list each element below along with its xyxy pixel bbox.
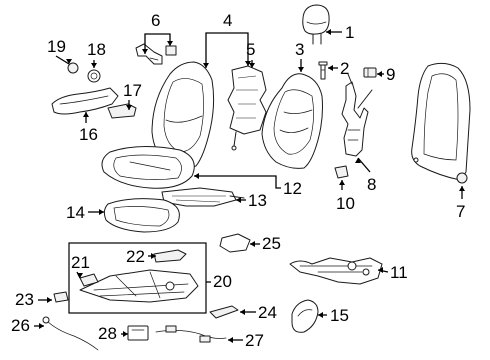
callout-19: 19 <box>47 37 66 56</box>
callout-5: 5 <box>246 40 255 59</box>
callout-9: 9 <box>386 65 395 84</box>
leader-arrowhead <box>355 158 361 163</box>
callout-14: 14 <box>66 203 85 222</box>
cover-plate-part <box>219 233 251 253</box>
callout-28: 28 <box>98 324 117 343</box>
leader-arrowhead <box>328 65 333 71</box>
leader-arrowhead <box>99 209 104 215</box>
wire-harness-part <box>155 325 227 343</box>
leader-line <box>55 55 70 65</box>
leader-arrowhead <box>459 186 465 191</box>
recliner-lever-part <box>51 87 119 115</box>
power-track-part <box>289 257 383 285</box>
callout-2: 2 <box>340 59 349 78</box>
callout-25: 25 <box>262 234 281 253</box>
cushion-heater-part <box>161 187 245 207</box>
callout-15: 15 <box>330 306 349 325</box>
callout-7: 7 <box>456 202 465 221</box>
clip-part <box>363 67 377 78</box>
small-bracket-part <box>334 165 349 179</box>
callout-18: 18 <box>87 40 106 59</box>
cap-part <box>67 62 79 74</box>
leader-arrowhead <box>39 323 44 329</box>
adjuster-clip-part <box>153 249 187 263</box>
lever-bracket-part <box>107 103 137 119</box>
knob-part <box>87 69 101 83</box>
leader-arrowhead <box>151 253 156 259</box>
callout-16: 16 <box>79 125 98 144</box>
leader-arrowhead <box>142 49 148 54</box>
callout-22: 22 <box>126 247 145 266</box>
leader-arrowhead <box>203 63 209 68</box>
seatback-heater-part <box>227 65 267 151</box>
callout-6: 6 <box>151 11 160 30</box>
lumbar-support-part <box>341 73 373 157</box>
callout-20: 20 <box>213 272 232 291</box>
callout-4: 4 <box>223 11 232 30</box>
leader-arrowhead <box>249 63 255 68</box>
leader-arrowhead <box>245 61 251 66</box>
leader-arrowhead <box>47 297 52 303</box>
module-part <box>127 325 149 341</box>
callout-12: 12 <box>283 179 302 198</box>
callout-8: 8 <box>367 175 376 194</box>
bracket-part <box>135 43 177 65</box>
leader-lines <box>34 29 465 343</box>
leader-line <box>194 175 281 189</box>
callout-24: 24 <box>258 303 277 322</box>
callout-11: 11 <box>390 263 408 282</box>
leader-arrowhead <box>326 29 331 35</box>
cushion-pad-part <box>103 198 180 233</box>
end-bracket-part <box>53 291 69 303</box>
leader-arrowhead <box>250 241 255 247</box>
leader-arrowhead <box>123 331 128 337</box>
trim-strip-part <box>209 305 239 319</box>
leader-arrowhead <box>66 59 72 64</box>
leader-line <box>144 33 171 54</box>
callout-13: 13 <box>248 191 267 210</box>
leader-line <box>205 32 249 68</box>
leader-arrowhead <box>318 312 323 318</box>
leader-arrowhead <box>167 41 173 46</box>
seatback-frame-part <box>411 62 471 184</box>
callout-23: 23 <box>15 290 34 309</box>
adjuster-group-frame <box>68 242 207 314</box>
leader-arrowhead <box>298 67 304 72</box>
callout-1: 1 <box>345 23 354 42</box>
leader-arrowhead <box>194 173 199 179</box>
leader-arrowhead <box>236 197 241 203</box>
cushion-cover-part <box>101 145 195 189</box>
leader-arrowhead <box>126 105 132 110</box>
leader-arrowhead <box>83 112 89 117</box>
motor-bracket-part <box>79 273 99 287</box>
seatback-cover-part <box>261 73 323 169</box>
leader-line <box>357 157 371 173</box>
callout-26: 26 <box>11 316 30 335</box>
leader-arrowhead <box>339 180 345 185</box>
callout-3: 3 <box>295 40 304 59</box>
leader-arrowhead <box>91 63 97 68</box>
seatback-pad-part <box>151 61 215 169</box>
leader-arrowhead <box>228 337 233 343</box>
side-cover-part <box>291 299 319 333</box>
seat-adjuster-part <box>79 269 199 303</box>
leader-arrowhead <box>377 71 382 77</box>
leader-arrowhead <box>77 273 83 278</box>
callout-21: 21 <box>71 253 90 272</box>
callout-17: 17 <box>123 81 142 100</box>
headrest-part <box>302 4 330 45</box>
cable-part <box>42 316 99 351</box>
leader-arrowhead <box>240 309 245 315</box>
headrest-guide-part <box>318 61 328 80</box>
callout-10: 10 <box>336 194 355 213</box>
callout-27: 27 <box>245 331 264 350</box>
leader-arrowhead <box>378 267 383 273</box>
